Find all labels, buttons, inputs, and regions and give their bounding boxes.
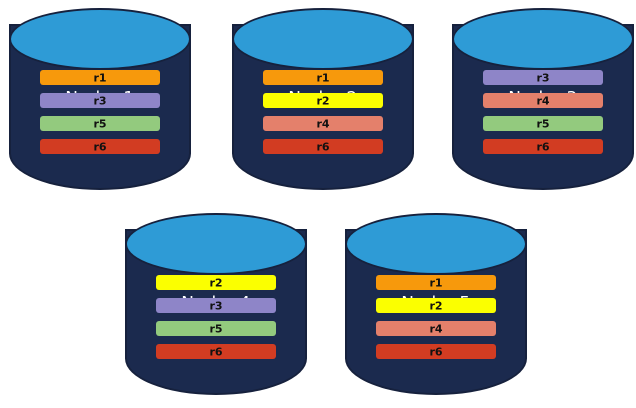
replica-label: r1: [429, 276, 443, 289]
replica-label: r5: [209, 322, 223, 335]
replica-label: r4: [429, 322, 443, 335]
replica-label: r2: [209, 276, 223, 289]
replica-bar-r6: r6: [376, 344, 496, 359]
replica-label: r6: [209, 345, 223, 358]
replica-bar-r1: r1: [263, 70, 383, 85]
replica-list: r1 r3 r5 r6: [9, 70, 191, 154]
replica-bar-r1: r1: [40, 70, 160, 85]
node-cylinder-node-2: Node 2r1r2r4r6: [232, 8, 414, 190]
replica-label: r3: [209, 299, 223, 312]
node-cylinder-node-4: Node 4r2r3r5r6: [125, 213, 307, 395]
replica-label: r5: [93, 117, 107, 130]
replica-bar-r5: r5: [483, 116, 603, 131]
node-top-disk: [9, 8, 191, 70]
replica-bar-r4: r4: [376, 321, 496, 336]
replica-label: r3: [536, 71, 550, 84]
node-top-disk: [452, 8, 634, 70]
replica-label: r6: [429, 345, 443, 358]
replica-bar-r4: r4: [263, 116, 383, 131]
replica-bar-r4: r4: [483, 93, 603, 108]
replica-label: r6: [536, 140, 550, 153]
replica-label: r2: [429, 299, 443, 312]
node-top-disk: [232, 8, 414, 70]
replica-list: r2 r3 r5 r6: [125, 275, 307, 359]
replica-bar-r3: r3: [156, 298, 276, 313]
replica-label: r6: [316, 140, 330, 153]
replica-bar-r2: r2: [156, 275, 276, 290]
replica-bar-r3: r3: [483, 70, 603, 85]
replica-bar-r5: r5: [40, 116, 160, 131]
node-top-disk: [345, 213, 527, 275]
replica-bar-r6: r6: [483, 139, 603, 154]
replica-label: r3: [93, 94, 107, 107]
node-cylinder-node-1: Node 1r1r3r5r6: [9, 8, 191, 190]
node-cylinder-node-3: Node 3r3r4r5r6: [452, 8, 634, 190]
node-top-disk: [125, 213, 307, 275]
replica-label: r5: [536, 117, 550, 130]
replica-list: r1 r2 r4 r6: [232, 70, 414, 154]
replica-bar-r5: r5: [156, 321, 276, 336]
replica-label: r6: [93, 140, 107, 153]
replica-label: r4: [316, 117, 330, 130]
replica-bar-r2: r2: [263, 93, 383, 108]
replica-bar-r6: r6: [40, 139, 160, 154]
replica-label: r1: [93, 71, 107, 84]
replica-label: r1: [316, 71, 330, 84]
replica-bar-r1: r1: [376, 275, 496, 290]
replica-bar-r6: r6: [156, 344, 276, 359]
replica-label: r2: [316, 94, 330, 107]
node-cylinder-node-5: Node 5r1r2r4r6: [345, 213, 527, 395]
replica-label: r4: [536, 94, 550, 107]
replica-bar-r3: r3: [40, 93, 160, 108]
replica-bar-r2: r2: [376, 298, 496, 313]
replica-bar-r6: r6: [263, 139, 383, 154]
replica-list: r3 r4 r5 r6: [452, 70, 634, 154]
replica-list: r1 r2 r4 r6: [345, 275, 527, 359]
